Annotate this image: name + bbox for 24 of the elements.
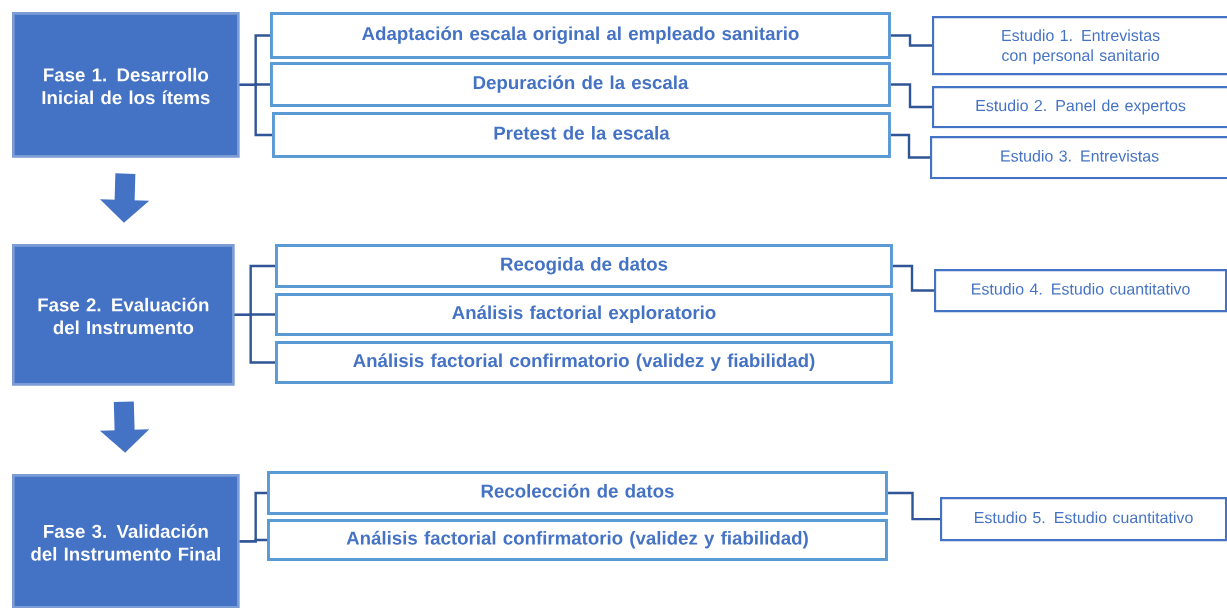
step-box: Depuración de la escala bbox=[270, 62, 891, 107]
study-box: Estudio 1. Entrevistas con personal sanitario bbox=[932, 16, 1227, 76]
step-box: Análisis factorial exploratorio bbox=[275, 293, 893, 336]
phase-box: Fase 2. Evaluación del Instrumento bbox=[12, 244, 235, 386]
connector-line bbox=[892, 264, 934, 292]
bracket-line bbox=[239, 538, 267, 543]
connector-line bbox=[887, 491, 940, 521]
phase-box: Fase 3. Validación del Instrumento Final bbox=[12, 474, 240, 608]
step-box: Recogida de datos bbox=[275, 244, 893, 288]
bracket-line bbox=[239, 83, 272, 137]
bracket-line bbox=[234, 313, 275, 364]
step-box: Análisis factorial confirmatorio (validez y fiabilidad) bbox=[275, 341, 893, 384]
step-box: Pretest de la escala bbox=[272, 112, 891, 158]
study-box: Estudio 2. Panel de expertos bbox=[932, 86, 1227, 129]
step-box: Análisis factorial confirmatorio (validez y fiabilidad) bbox=[267, 519, 888, 561]
study-box: Estudio 5. Estudio cuantitativo bbox=[940, 497, 1227, 542]
connector-line bbox=[890, 34, 932, 47]
step-box: Adaptación escala original al empleado sanitario bbox=[270, 12, 891, 59]
study-box: Estudio 4. Estudio cuantitativo bbox=[934, 269, 1227, 313]
connector-line bbox=[890, 83, 932, 109]
study-box: Estudio 3. Entrevistas bbox=[930, 136, 1227, 180]
phase-box: Fase 1. Desarrollo Inicial de los ítems bbox=[12, 12, 240, 158]
connector-line bbox=[890, 133, 930, 159]
step-box: Recolección de datos bbox=[267, 471, 888, 515]
